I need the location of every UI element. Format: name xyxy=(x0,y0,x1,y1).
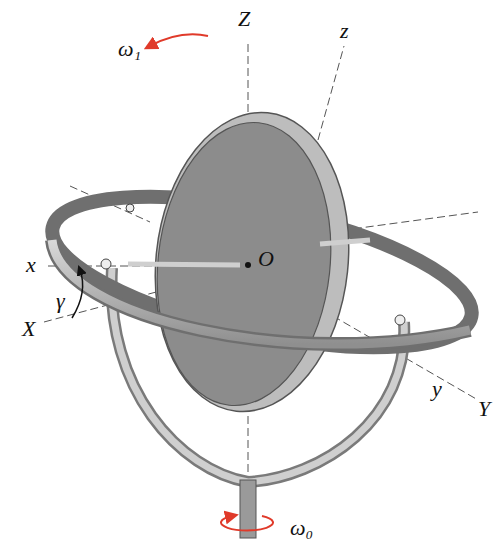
pivot xyxy=(101,259,111,269)
axis-label: Y xyxy=(478,398,490,420)
angle-arc xyxy=(72,270,83,318)
axis-label: ω₁ xyxy=(118,38,141,60)
pivot xyxy=(395,315,405,325)
gimbal-ring-front xyxy=(52,240,470,344)
pivot xyxy=(126,204,134,212)
axle xyxy=(320,240,370,244)
axis-label: Z xyxy=(238,8,250,30)
axis-label: X xyxy=(22,318,35,340)
axis-label: z xyxy=(340,20,349,42)
axis-label: x xyxy=(26,254,36,276)
center-point xyxy=(245,262,251,268)
precession-arrow xyxy=(221,516,273,531)
axis-label: ω₀ xyxy=(290,517,313,539)
gimbal-ring-front xyxy=(52,240,470,344)
axis-label: y xyxy=(432,378,442,400)
axis-label: γ xyxy=(56,290,65,312)
axle xyxy=(128,264,240,265)
spin-arrow xyxy=(150,34,208,46)
axis-label: O xyxy=(258,248,274,270)
